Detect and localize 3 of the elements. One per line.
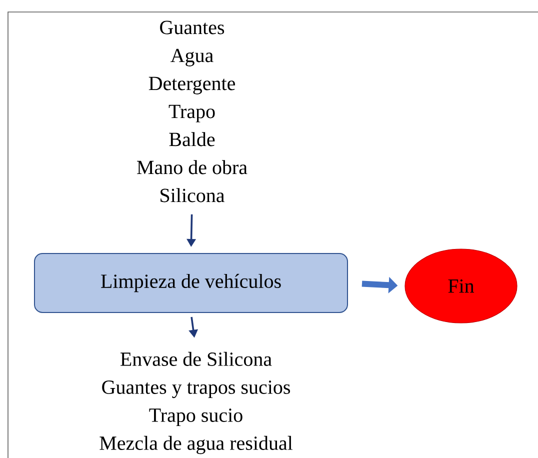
input-list: Guantes Agua Detergente Trapo Balde Mano de obra Silicona <box>137 20 248 202</box>
output-list: Envase de Silicona Guantes y trapos sucios Trapo sucio Mezcla de agua residual <box>100 352 293 454</box>
process-box: Limpieza de vehículos <box>34 253 348 313</box>
